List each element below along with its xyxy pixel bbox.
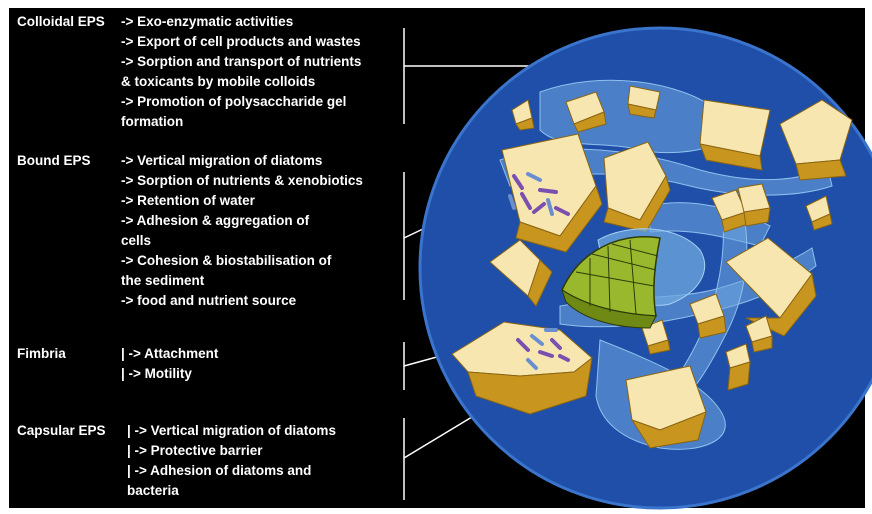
capsular-eps-list: | -> Vertical migration of diatoms | -> …: [127, 421, 336, 501]
bacterium: [538, 350, 554, 358]
fimbria-title: Fimbria: [17, 346, 66, 361]
bacterium: [530, 334, 544, 346]
colloidal-eps-title: Colloidal EPS: [17, 14, 105, 29]
fimbria-list: | -> Attachment | -> Motility: [121, 344, 218, 384]
sand-grain: [451, 321, 593, 415]
sand-grains: [451, 85, 853, 449]
diatom-striae: [575, 239, 659, 315]
sand-grain: [627, 85, 661, 119]
bound-eps-title: Bound EPS: [17, 153, 91, 168]
bacterium: [554, 206, 570, 216]
sand-grain: [779, 99, 853, 181]
bacterium: [526, 172, 542, 182]
sand-grain: [745, 315, 773, 353]
capsular-eps-title: Capsular EPS: [17, 423, 106, 438]
bacterium: [520, 192, 532, 210]
bacterium: [546, 198, 554, 216]
sand-grain: [699, 99, 771, 171]
list-item: -> Retention of water: [121, 193, 255, 208]
sand-grain: [725, 343, 751, 391]
list-item: -> Sorption and transport of nutrients &…: [121, 54, 362, 89]
sand-grain: [501, 133, 603, 253]
bacterium: [532, 202, 546, 214]
sand-grain: [565, 91, 607, 133]
list-item: | -> Adhesion of diatoms and bacteria: [127, 463, 312, 498]
bacteria-cluster-lower: [516, 328, 570, 370]
bacterium: [538, 188, 558, 194]
sand-grain: [603, 141, 671, 233]
colloidal-eps-list: -> Exo-enzymatic activities -> Export of…: [121, 12, 361, 132]
bacteria-cluster-upper: [508, 172, 570, 216]
list-item: -> food and nutrient source: [121, 293, 297, 308]
list-item: | -> Motility: [121, 366, 192, 381]
list-item: | -> Attachment: [121, 346, 219, 361]
list-item: | -> Protective barrier: [127, 443, 263, 458]
sand-grain: [511, 99, 535, 131]
list-item: -> Export of cell products and wastes: [121, 34, 361, 49]
bacterium: [550, 338, 562, 350]
list-item: -> Cohesion & biostabilisation of the se…: [121, 253, 332, 288]
list-item: -> Vertical migration of diatoms: [121, 153, 323, 168]
bacterium: [512, 174, 524, 190]
list-item: -> Promotion of polysaccharide gel forma…: [121, 94, 347, 129]
sand-grain: [625, 365, 707, 449]
bacterium: [508, 194, 516, 210]
list-item: -> Exo-enzymatic activities: [121, 14, 294, 29]
bacterium: [526, 358, 538, 370]
list-item: | -> Vertical migration of diatoms: [127, 423, 336, 438]
sand-grain: [689, 293, 727, 339]
list-item: -> Adhesion & aggregation of cells: [121, 213, 310, 248]
sand-grain: [489, 239, 553, 307]
diatom: [561, 228, 706, 329]
list-item: -> Sorption of nutrients & xenobiotics: [121, 173, 363, 188]
bacterium: [516, 338, 530, 352]
bound-eps-list: -> Vertical migration of diatoms -> Sorp…: [121, 151, 363, 311]
bacterium: [558, 354, 570, 362]
diatom-girdle: [561, 288, 657, 329]
sand-grain: [805, 195, 833, 231]
sand-grain: [737, 183, 771, 227]
